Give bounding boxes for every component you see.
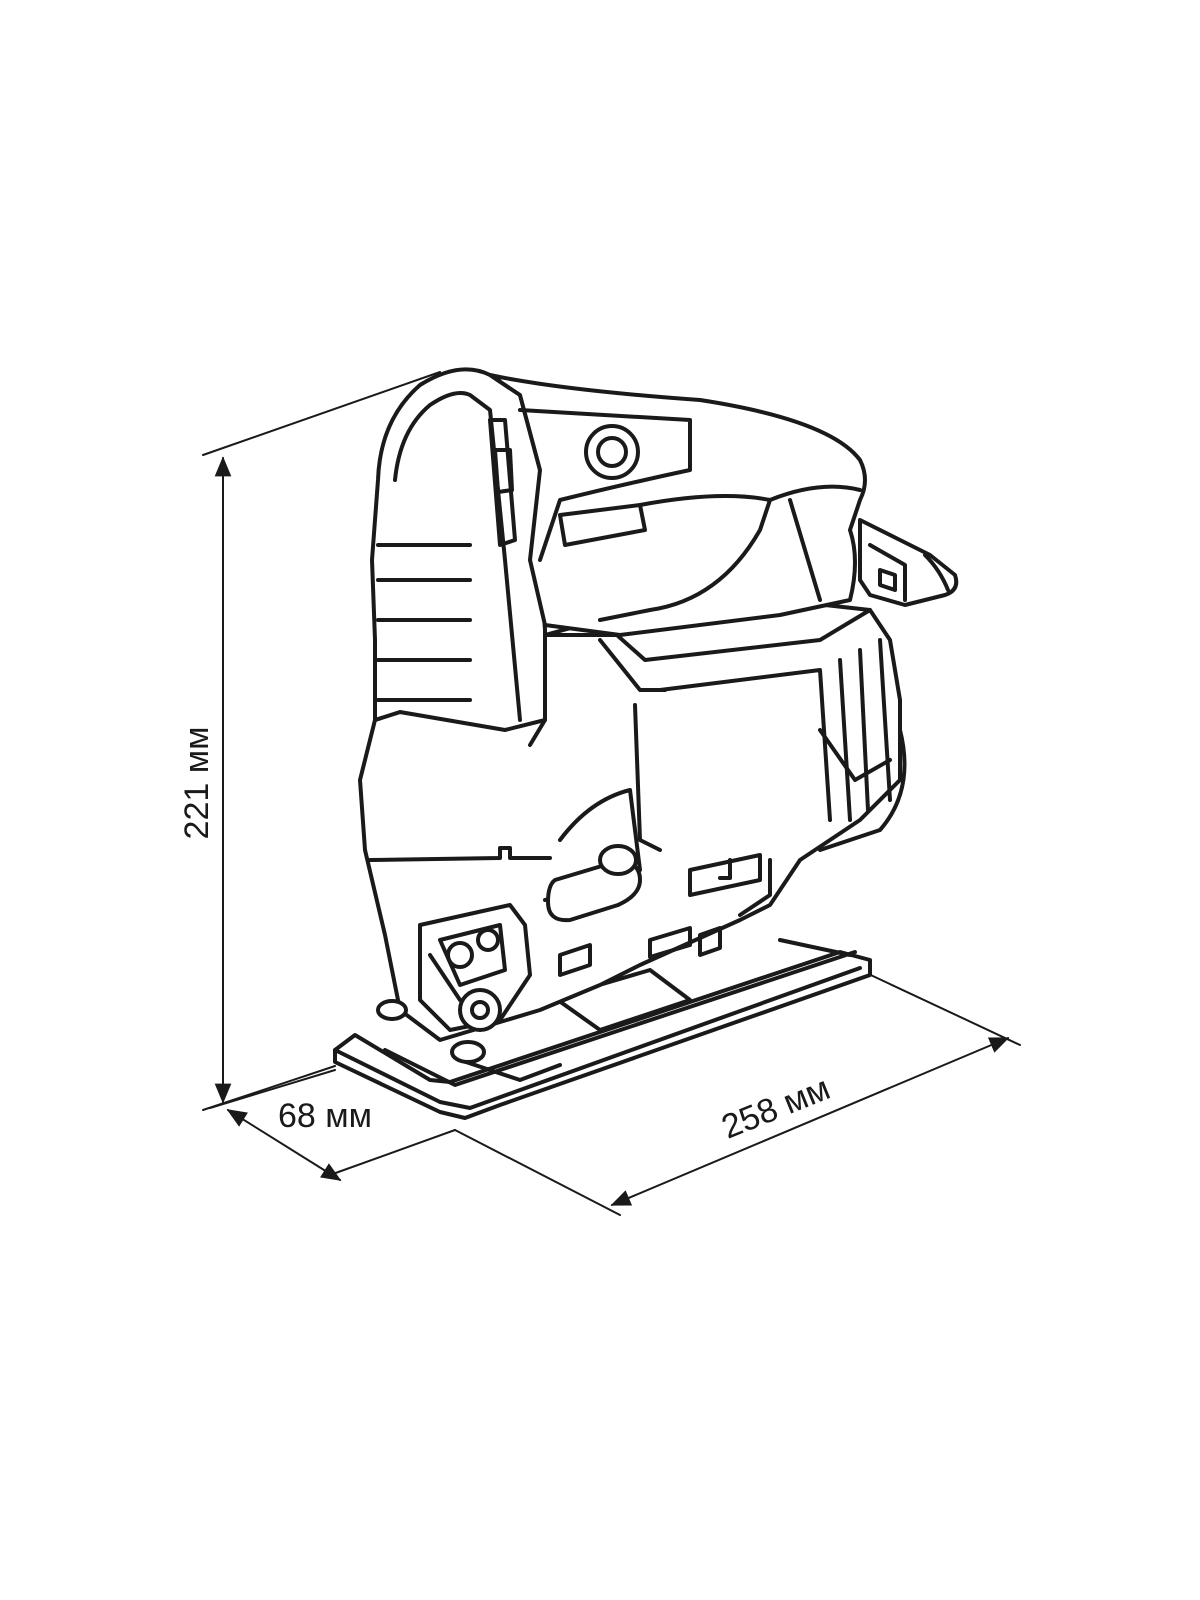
power-cord bbox=[858, 518, 959, 607]
handle-grip bbox=[370, 367, 547, 732]
length-extension-right bbox=[859, 969, 1021, 1046]
blade-clamp bbox=[418, 903, 592, 1032]
depth-dimension-line bbox=[226, 1109, 342, 1181]
depth-extension-left bbox=[209, 1069, 336, 1109]
dimension-lines bbox=[202, 371, 1021, 1216]
depth-extension-right bbox=[329, 1129, 456, 1176]
jigsaw-illustration bbox=[333, 367, 959, 1120]
height-label: 221 мм bbox=[178, 727, 216, 840]
power-button bbox=[584, 424, 640, 480]
plate-bolt bbox=[376, 926, 722, 1064]
orbital-lever bbox=[546, 844, 642, 923]
height-extension-top bbox=[202, 371, 441, 456]
base-plate bbox=[333, 938, 872, 1120]
top-handle bbox=[488, 373, 867, 637]
length-extension-left bbox=[454, 1129, 621, 1216]
depth-label: 68 мм bbox=[278, 1097, 372, 1135]
length-dimension-line bbox=[610, 1037, 1010, 1206]
